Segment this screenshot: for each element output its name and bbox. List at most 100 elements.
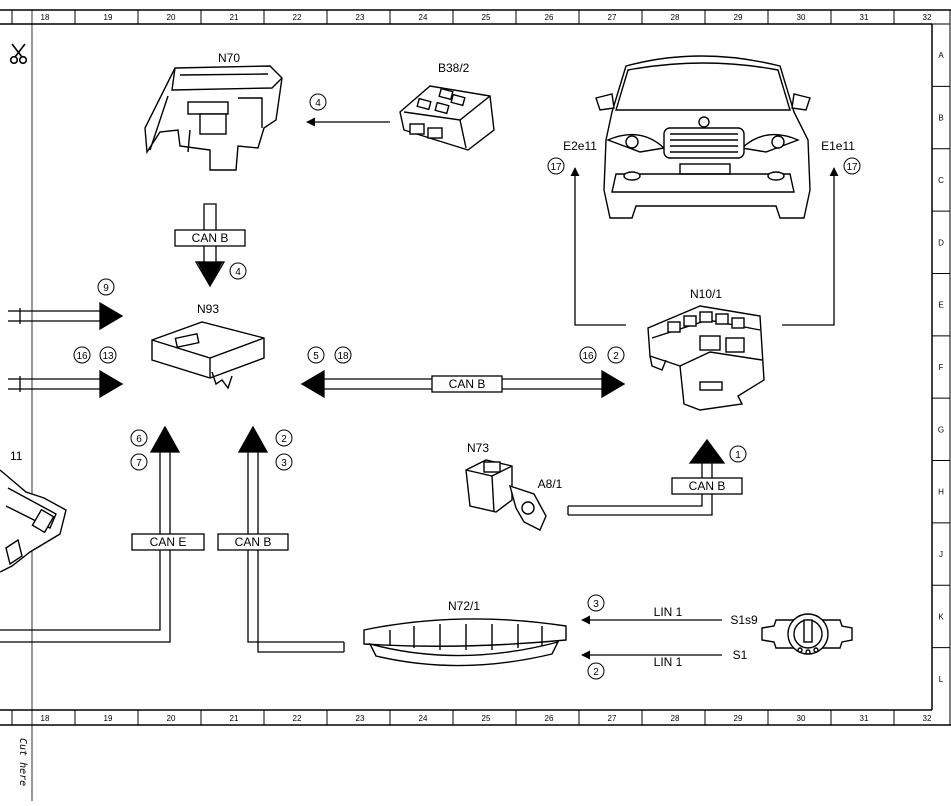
n73-label: N73 <box>467 441 489 455</box>
scissors-icon <box>9 43 28 65</box>
callout-left-mid: 16 13 <box>73 346 117 364</box>
svg-text:9: 9 <box>103 283 109 294</box>
n72-1-control-panel <box>363 618 567 667</box>
grid-column-label: 26 <box>545 13 554 22</box>
e1e11-label: E1e11 <box>821 139 855 153</box>
s1-light-switch <box>761 613 853 655</box>
grid-column-labels: 1818191920202121222223232424252526262727… <box>11 10 932 725</box>
grid-row-label: J <box>939 550 943 559</box>
grid-column-label: 30 <box>797 714 806 723</box>
svg-text:4: 4 <box>235 267 241 278</box>
left-input-arrow-2 <box>8 369 124 399</box>
can-e-up-arrow <box>0 425 205 643</box>
grid-column-label: 31 <box>860 714 869 723</box>
n73-to-n10-can-b-arrow <box>567 438 743 516</box>
n70-overhead-control-unit <box>144 65 283 171</box>
svg-text:1: 1 <box>735 450 741 461</box>
n10-to-e2e11-arrow <box>570 167 626 326</box>
svg-text:2: 2 <box>593 667 599 678</box>
grid-column-label: 27 <box>608 714 617 723</box>
grid-column-label: 28 <box>671 714 680 723</box>
callout-lin-s1s9: 3 <box>587 594 605 612</box>
grid-column-label: 23 <box>356 13 365 22</box>
e2e11-label: E2e11 <box>563 139 597 153</box>
grid-column-label: 32 <box>923 714 932 723</box>
grid-column-label: 18 <box>41 714 50 723</box>
partial-left-component <box>0 469 67 573</box>
grid-column-label: 20 <box>167 714 176 723</box>
grid-column-label: 24 <box>419 13 428 22</box>
n72-1-label: N72/1 <box>448 599 480 613</box>
grid-column-label: 21 <box>230 714 239 723</box>
can-e-left-label: CAN E <box>150 535 187 549</box>
grid-row-label: C <box>938 176 944 185</box>
grid-column-label: 19 <box>104 13 113 22</box>
grid-row-label: E <box>938 301 943 310</box>
svg-text:3: 3 <box>593 599 599 610</box>
n10-1-module <box>647 305 765 411</box>
grid-row-label: K <box>938 612 944 621</box>
callout-n73-n10: 1 <box>729 445 747 463</box>
vehicle-front-view <box>595 55 811 219</box>
grid-row-label: L <box>939 675 944 684</box>
svg-text:16: 16 <box>582 351 594 362</box>
can-b-top-label: CAN B <box>192 231 229 245</box>
grid-column-label: 31 <box>860 13 869 22</box>
svg-text:4: 4 <box>315 98 321 109</box>
svg-text:5: 5 <box>313 351 319 362</box>
lin1-bottom-label: LIN 1 <box>654 655 683 669</box>
grid-row-label: F <box>939 363 944 372</box>
grid-column-label: 27 <box>608 13 617 22</box>
partial-11-label: 11 <box>10 449 23 463</box>
n93-n10-can-b-link <box>300 369 626 399</box>
svg-text:2: 2 <box>613 351 619 362</box>
svg-text:3: 3 <box>281 458 287 469</box>
callout-n10-side: 16 2 <box>579 346 625 364</box>
grid-column-label: 21 <box>230 13 239 22</box>
can-b-up-arrow <box>217 425 345 653</box>
svg-text:6: 6 <box>136 434 142 445</box>
s1s9-label: S1s9 <box>730 613 758 627</box>
grid-column-label: 29 <box>734 714 743 723</box>
drawing-frame <box>0 9 951 801</box>
grid-column-label: 19 <box>104 714 113 723</box>
grid-column-label: 23 <box>356 714 365 723</box>
callout-n70-n93: 4 <box>229 262 247 280</box>
grid-column-label: 25 <box>482 714 491 723</box>
grid-column-label: 25 <box>482 13 491 22</box>
can-b-left-label: CAN B <box>235 535 272 549</box>
grid-column-label: 26 <box>545 714 554 723</box>
svg-text:16: 16 <box>76 351 88 362</box>
grid-column-label: 24 <box>419 714 428 723</box>
grid-column-label: 18 <box>41 13 50 22</box>
grid-row-label: D <box>938 238 944 247</box>
callout-e1e11: 17 <box>843 157 861 175</box>
n73-ignition-switch <box>465 459 547 531</box>
callout-left-top: 9 <box>97 278 115 296</box>
left-input-arrow-1 <box>8 301 124 331</box>
grid-column-label: 22 <box>293 714 302 723</box>
svg-text:2: 2 <box>281 434 287 445</box>
grid-column-label: 20 <box>167 13 176 22</box>
svg-text:7: 7 <box>136 458 142 469</box>
callout-e2e11: 17 <box>547 157 565 175</box>
callout-n93-side: 5 18 <box>307 346 352 364</box>
n10-1-label: N10/1 <box>690 287 722 301</box>
can-b-mid-label: CAN B <box>449 377 486 391</box>
svg-text:17: 17 <box>846 162 858 173</box>
cut-here-label: Cut here <box>17 738 28 786</box>
callout-b38-n70: 4 <box>309 93 327 111</box>
n70-to-n93-can-b-arrow <box>174 203 246 288</box>
grid-column-label: 22 <box>293 13 302 22</box>
svg-text:18: 18 <box>337 351 349 362</box>
callout-lin-s1: 2 <box>587 662 605 680</box>
can-b-n10-label: CAN B <box>689 479 726 493</box>
grid-row-label: B <box>938 114 943 123</box>
callout-can-b: 2 3 <box>275 429 293 471</box>
b38-2-sensor <box>399 85 495 151</box>
grid-column-label: 30 <box>797 13 806 22</box>
svg-text:17: 17 <box>550 162 562 173</box>
lin1-top-label: LIN 1 <box>654 605 683 619</box>
